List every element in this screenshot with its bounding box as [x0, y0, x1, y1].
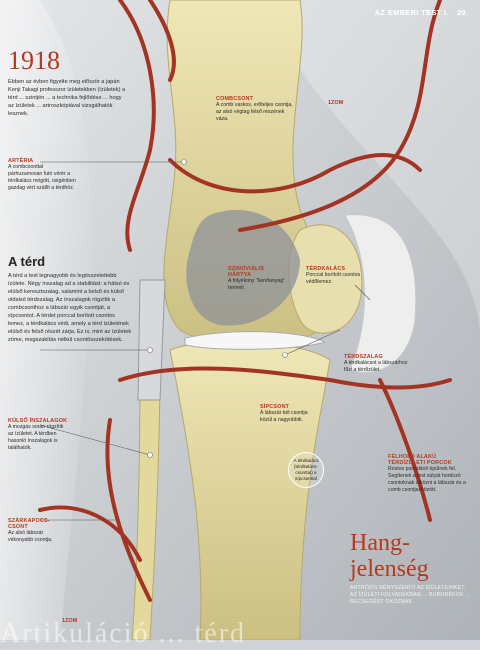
label-kulso: KÜLSŐ ÍNSZALAGOK A mozgás során rögzítik…	[8, 418, 70, 452]
label-sipcsont-text: A lábszár két csontja közül a nagyobbik.	[260, 410, 308, 423]
skin-shadow-right	[260, 0, 480, 330]
label-felhold-text: Rostos porcokból épülnek fel. Segítenek …	[388, 466, 466, 493]
label-felhold-title: FÉLHOLD ALAKÚ TÉRDÍZÜLETI PORCOK	[388, 454, 452, 466]
bottom-band-text: Artikuláció ... térd	[0, 618, 247, 649]
label-terdkalacs-title: TÉRDKALÁCS	[306, 266, 346, 272]
label-combcsont: COMBCSONT A comb vaskos, erőteljes csont…	[216, 96, 296, 123]
artery-network	[38, 0, 452, 602]
callout-bubble: A térdkalács (térdkalács-csonttal) a síp…	[288, 452, 324, 488]
marker-dots	[147, 159, 288, 458]
leader-lines	[39, 161, 371, 521]
label-terdszalag: TÉRDSZALAG A térdkalácsot a lábszárhoz f…	[344, 354, 410, 374]
label-terdkalacs: TÉRDKALÁCS Porccal borított csontos védő…	[306, 266, 368, 286]
label-arteria: ARTÉRIA A combcsonttal párhuzamosan futó…	[8, 158, 78, 192]
sidebar-heading: Hang- jelenség	[350, 530, 429, 582]
label-szarkapocs-title: SZÁRKAPOCS-CSONT	[8, 518, 50, 530]
label-arteria-text: A combcsonttal párhuzamosan futó vérér a…	[8, 164, 76, 191]
unit-label-top: 1ZOM	[328, 100, 344, 106]
page-header: AZ EMBERI TEST I. 29	[375, 8, 466, 17]
label-sipcsont: SÍPCSONT A lábszár két csontja közül a n…	[260, 404, 320, 424]
intro-text: Ebben az évben figyelte meg először a ja…	[8, 79, 126, 117]
section-text: A térd a test legnagyobb és legösszetett…	[8, 273, 132, 343]
label-szinovialis: SZINOVIÁLIS HÁRTYA A folyékony "kenőanya…	[228, 266, 288, 292]
callout-bubble-text: A térdkalács (térdkalács-csonttal) a síp…	[293, 458, 319, 481]
label-szarkapocs-text: Az alsó lábszár vékonyabb csontja.	[8, 530, 53, 543]
label-szinovialis-text: A folyékony "kenőanyag" termeli.	[228, 278, 286, 291]
label-felhold: FÉLHOLD ALAKÚ TÉRDÍZÜLETI PORCOK Rostos …	[388, 454, 474, 494]
label-terdszalag-text: A térdkalácsot a lábszárhoz fűzi a térdí…	[344, 360, 408, 373]
sidebar-text: ARTRÓZIS KÉNYSZERÍTI AZ ÍZÜLETEINKET. AZ…	[350, 585, 471, 605]
synovial-membrane	[186, 210, 300, 326]
label-terdkalacs-text: Porccal borított csontos védőlemez.	[306, 272, 361, 285]
page-number: 29	[457, 8, 466, 17]
meniscus	[184, 331, 327, 350]
label-combcsont-text: A comb vaskos, erőteljes csontja, az als…	[216, 102, 293, 122]
section-title: A térd	[8, 254, 46, 269]
label-sipcsont-title: SÍPCSONT	[260, 404, 290, 410]
label-szarkapocs: SZÁRKAPOCS-CSONT Az alsó lábszár vékonya…	[8, 518, 66, 544]
label-arteria-title: ARTÉRIA	[8, 158, 34, 164]
label-szinovialis-title: SZINOVIÁLIS HÁRTYA	[228, 266, 265, 278]
header-title: AZ EMBERI TEST I.	[374, 8, 449, 17]
label-kulso-text: A mozgás során rögzítik az ízületet. A t…	[8, 424, 64, 451]
fibula-bone	[131, 359, 161, 640]
skin-shadow-left	[0, 0, 92, 640]
label-terdszalag-title: TÉRDSZALAG	[344, 354, 383, 360]
patellar-tendon	[344, 214, 417, 374]
label-combcsont-title: COMBCSONT	[216, 96, 254, 102]
year-heading: 1918	[8, 46, 60, 75]
lateral-ligament	[137, 279, 166, 401]
label-kulso-title: KÜLSŐ ÍNSZALAGOK	[8, 418, 68, 424]
unit-label-bottom: 1ZOM	[62, 618, 78, 624]
